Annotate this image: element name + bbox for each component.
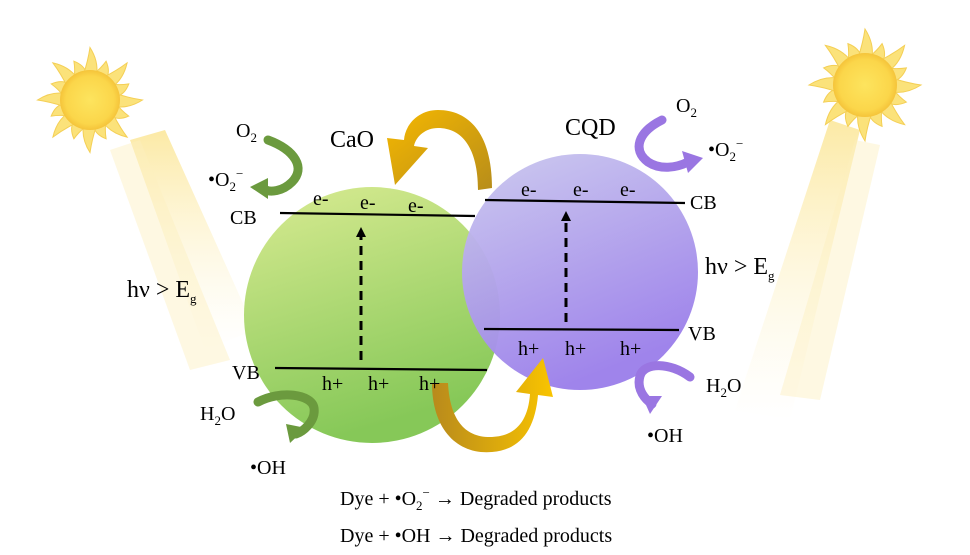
cqd-hole: h+ <box>620 338 641 360</box>
cqd-sphere <box>462 154 698 390</box>
left-light-beam <box>110 130 255 370</box>
hole-transfer-arrow <box>432 358 553 453</box>
cao-o2-reduction-arrow <box>250 135 303 199</box>
cqd-electron: e- <box>521 179 537 201</box>
sun-ray <box>36 92 65 108</box>
cqd-o2-reduction-arrow <box>634 115 703 173</box>
cao-electron: e- <box>313 188 329 210</box>
equation-superoxide: Dye + •O2− → Degraded products <box>340 485 612 513</box>
sun-disc <box>833 53 897 117</box>
cao-vb-line <box>274 366 488 372</box>
sun-icon <box>807 27 923 143</box>
cqd-water-label: H2O <box>706 375 741 400</box>
sun-ray <box>807 77 839 93</box>
equation-hydroxyl: Dye + •OH → Degraded products <box>340 525 612 547</box>
cao-water-oxidation-arrow <box>253 390 319 443</box>
cqd-hole: h+ <box>518 338 539 360</box>
cao-hydroxyl-label: •OH <box>250 457 286 479</box>
sun-ray <box>82 46 98 75</box>
cqd-superoxide-label: •O2− <box>708 136 743 164</box>
cqd-cb-label: CB <box>690 192 717 214</box>
sun-ray <box>857 111 873 143</box>
cao-superoxide-label: •O2− <box>208 166 243 194</box>
cao-cb-label: CB <box>230 207 257 229</box>
cqd-vb-line <box>483 327 680 332</box>
cao-title: CaO <box>330 127 374 153</box>
cao-water-label: H2O <box>200 403 235 428</box>
cao-sphere <box>244 187 500 443</box>
electron-transfer-arrow <box>387 110 492 190</box>
cao-hole: h+ <box>368 373 389 395</box>
cao-oxygen-label: O2 <box>236 120 257 145</box>
sun-ray <box>82 125 98 154</box>
cao-vb-label: VB <box>232 362 260 384</box>
sun-icon <box>36 46 144 154</box>
cao-electron: e- <box>408 195 424 217</box>
cqd-hole: h+ <box>565 338 586 360</box>
cqd-hydroxyl-label: •OH <box>647 425 683 447</box>
right-light-beam <box>735 120 880 420</box>
cqd-cb-line <box>484 198 686 205</box>
cqd-light-condition: hν > Eg <box>705 254 775 283</box>
cao-hole: h+ <box>419 373 440 395</box>
sun-ray <box>857 27 873 59</box>
cao-hole: h+ <box>322 373 343 395</box>
cao-electron: e- <box>360 192 376 214</box>
cqd-title: CQD <box>565 115 616 141</box>
sun-disc <box>60 70 120 130</box>
cqd-oxygen-label: O2 <box>676 95 697 120</box>
cqd-water-oxidation-arrow <box>634 361 695 414</box>
cqd-vb-label: VB <box>688 323 716 345</box>
cqd-electron: e- <box>573 179 589 201</box>
cao-cb-line <box>279 211 476 218</box>
cqd-electron: e- <box>620 179 636 201</box>
cao-light-condition: hν > Eg <box>127 277 197 306</box>
